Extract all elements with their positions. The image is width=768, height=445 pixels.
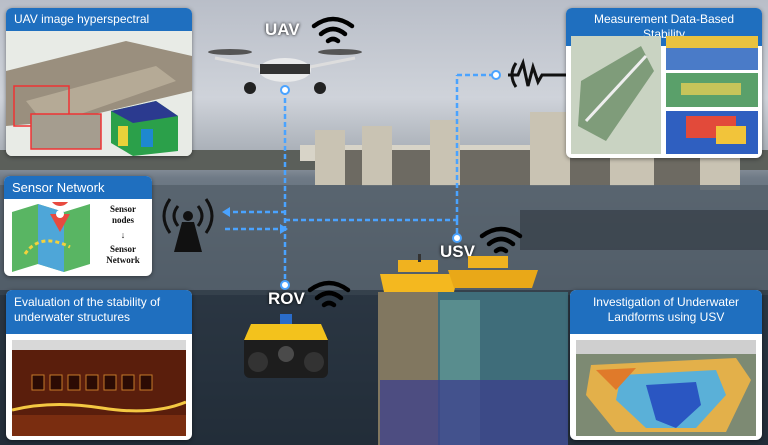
sensor-line2: nodes (112, 215, 135, 225)
antenna-icon (162, 198, 214, 252)
underwater-landform-title: Investigation of Underwater Landforms us… (570, 290, 762, 334)
underwater-stability-title: Evaluation of the stability of underwate… (6, 290, 192, 334)
rov-wifi-icon (307, 280, 351, 308)
rov-label: ROV (268, 289, 305, 308)
sensor-network-title: Sensor Network (4, 176, 152, 199)
usv-wifi-icon (479, 226, 523, 254)
landform-title-line1: Investigation of Underwater (592, 295, 740, 309)
landform-title-line2: Landforms using USV (607, 310, 725, 324)
underwater-landform-card: Investigation of Underwater Landforms us… (570, 290, 762, 440)
uav-survey-card: UAV image hyperspectral survey (6, 8, 192, 156)
uav-survey-image (6, 31, 192, 156)
sensor-line4: Network (106, 255, 140, 265)
usv-boat (380, 254, 538, 292)
signal-wave-icon (508, 58, 566, 88)
underwater-stability-card: Evaluation of the stability of underwate… (6, 290, 192, 440)
uav-wifi-icon (311, 16, 355, 44)
underwater-structure-image (12, 340, 186, 436)
map-pin-icon (12, 202, 90, 272)
stability-maps (571, 36, 758, 154)
sensor-arrow: ↓ (121, 230, 126, 240)
sensor-line3: Sensor (110, 244, 136, 254)
uav-label: UAV (265, 20, 300, 39)
sensor-network-text: Sensor nodes ↓ Sensor Network (106, 204, 140, 265)
bathymetry-map (576, 340, 756, 436)
uav-drone-icon (208, 49, 362, 94)
underwater-title-line1: Evaluation of the stability of (14, 295, 161, 309)
sensor-network-card: Sensor Network Sensor nodes ↓ Sensor Net… (4, 176, 152, 276)
sensor-line1: Sensor (110, 204, 136, 214)
underwater-title-line2: underwater structures (14, 310, 131, 324)
rov-robot (244, 314, 328, 378)
stability-card: Measurement Data-Based Stability (566, 8, 762, 158)
usv-label: USV (440, 242, 475, 261)
